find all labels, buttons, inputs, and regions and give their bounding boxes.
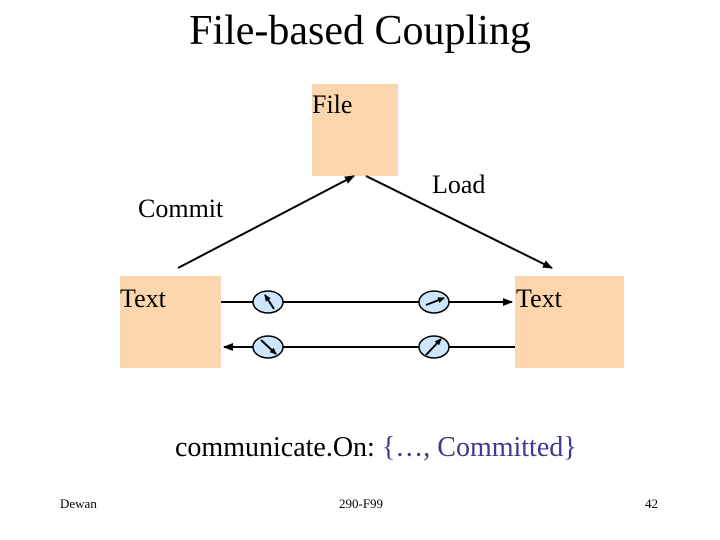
slide-title: File-based Coupling	[189, 8, 531, 54]
file-box	[312, 84, 398, 176]
load-arrow	[365, 175, 553, 269]
coupling-caption: communicate.On: {…, Committed}	[175, 430, 577, 466]
load-label: Load	[432, 170, 486, 199]
commit-label: Commit	[138, 194, 224, 223]
caption-value: {…, Committed}	[381, 432, 577, 463]
commit-arrow	[177, 175, 355, 269]
footer-course: 290-F99	[339, 496, 384, 511]
dial-icon	[252, 335, 284, 359]
footer-page-number: 42	[645, 496, 658, 511]
text-right-label: Text	[516, 284, 562, 313]
text-box-left	[120, 276, 221, 368]
text-box-right	[515, 276, 624, 368]
dial-icon	[418, 335, 450, 359]
dial-icon	[418, 290, 450, 314]
file-label: File	[312, 90, 353, 119]
dial-icon	[252, 290, 284, 314]
caption-prefix: communicate.On:	[175, 432, 375, 463]
footer-author: Dewan	[60, 496, 97, 511]
text-left-label: Text	[120, 284, 166, 313]
